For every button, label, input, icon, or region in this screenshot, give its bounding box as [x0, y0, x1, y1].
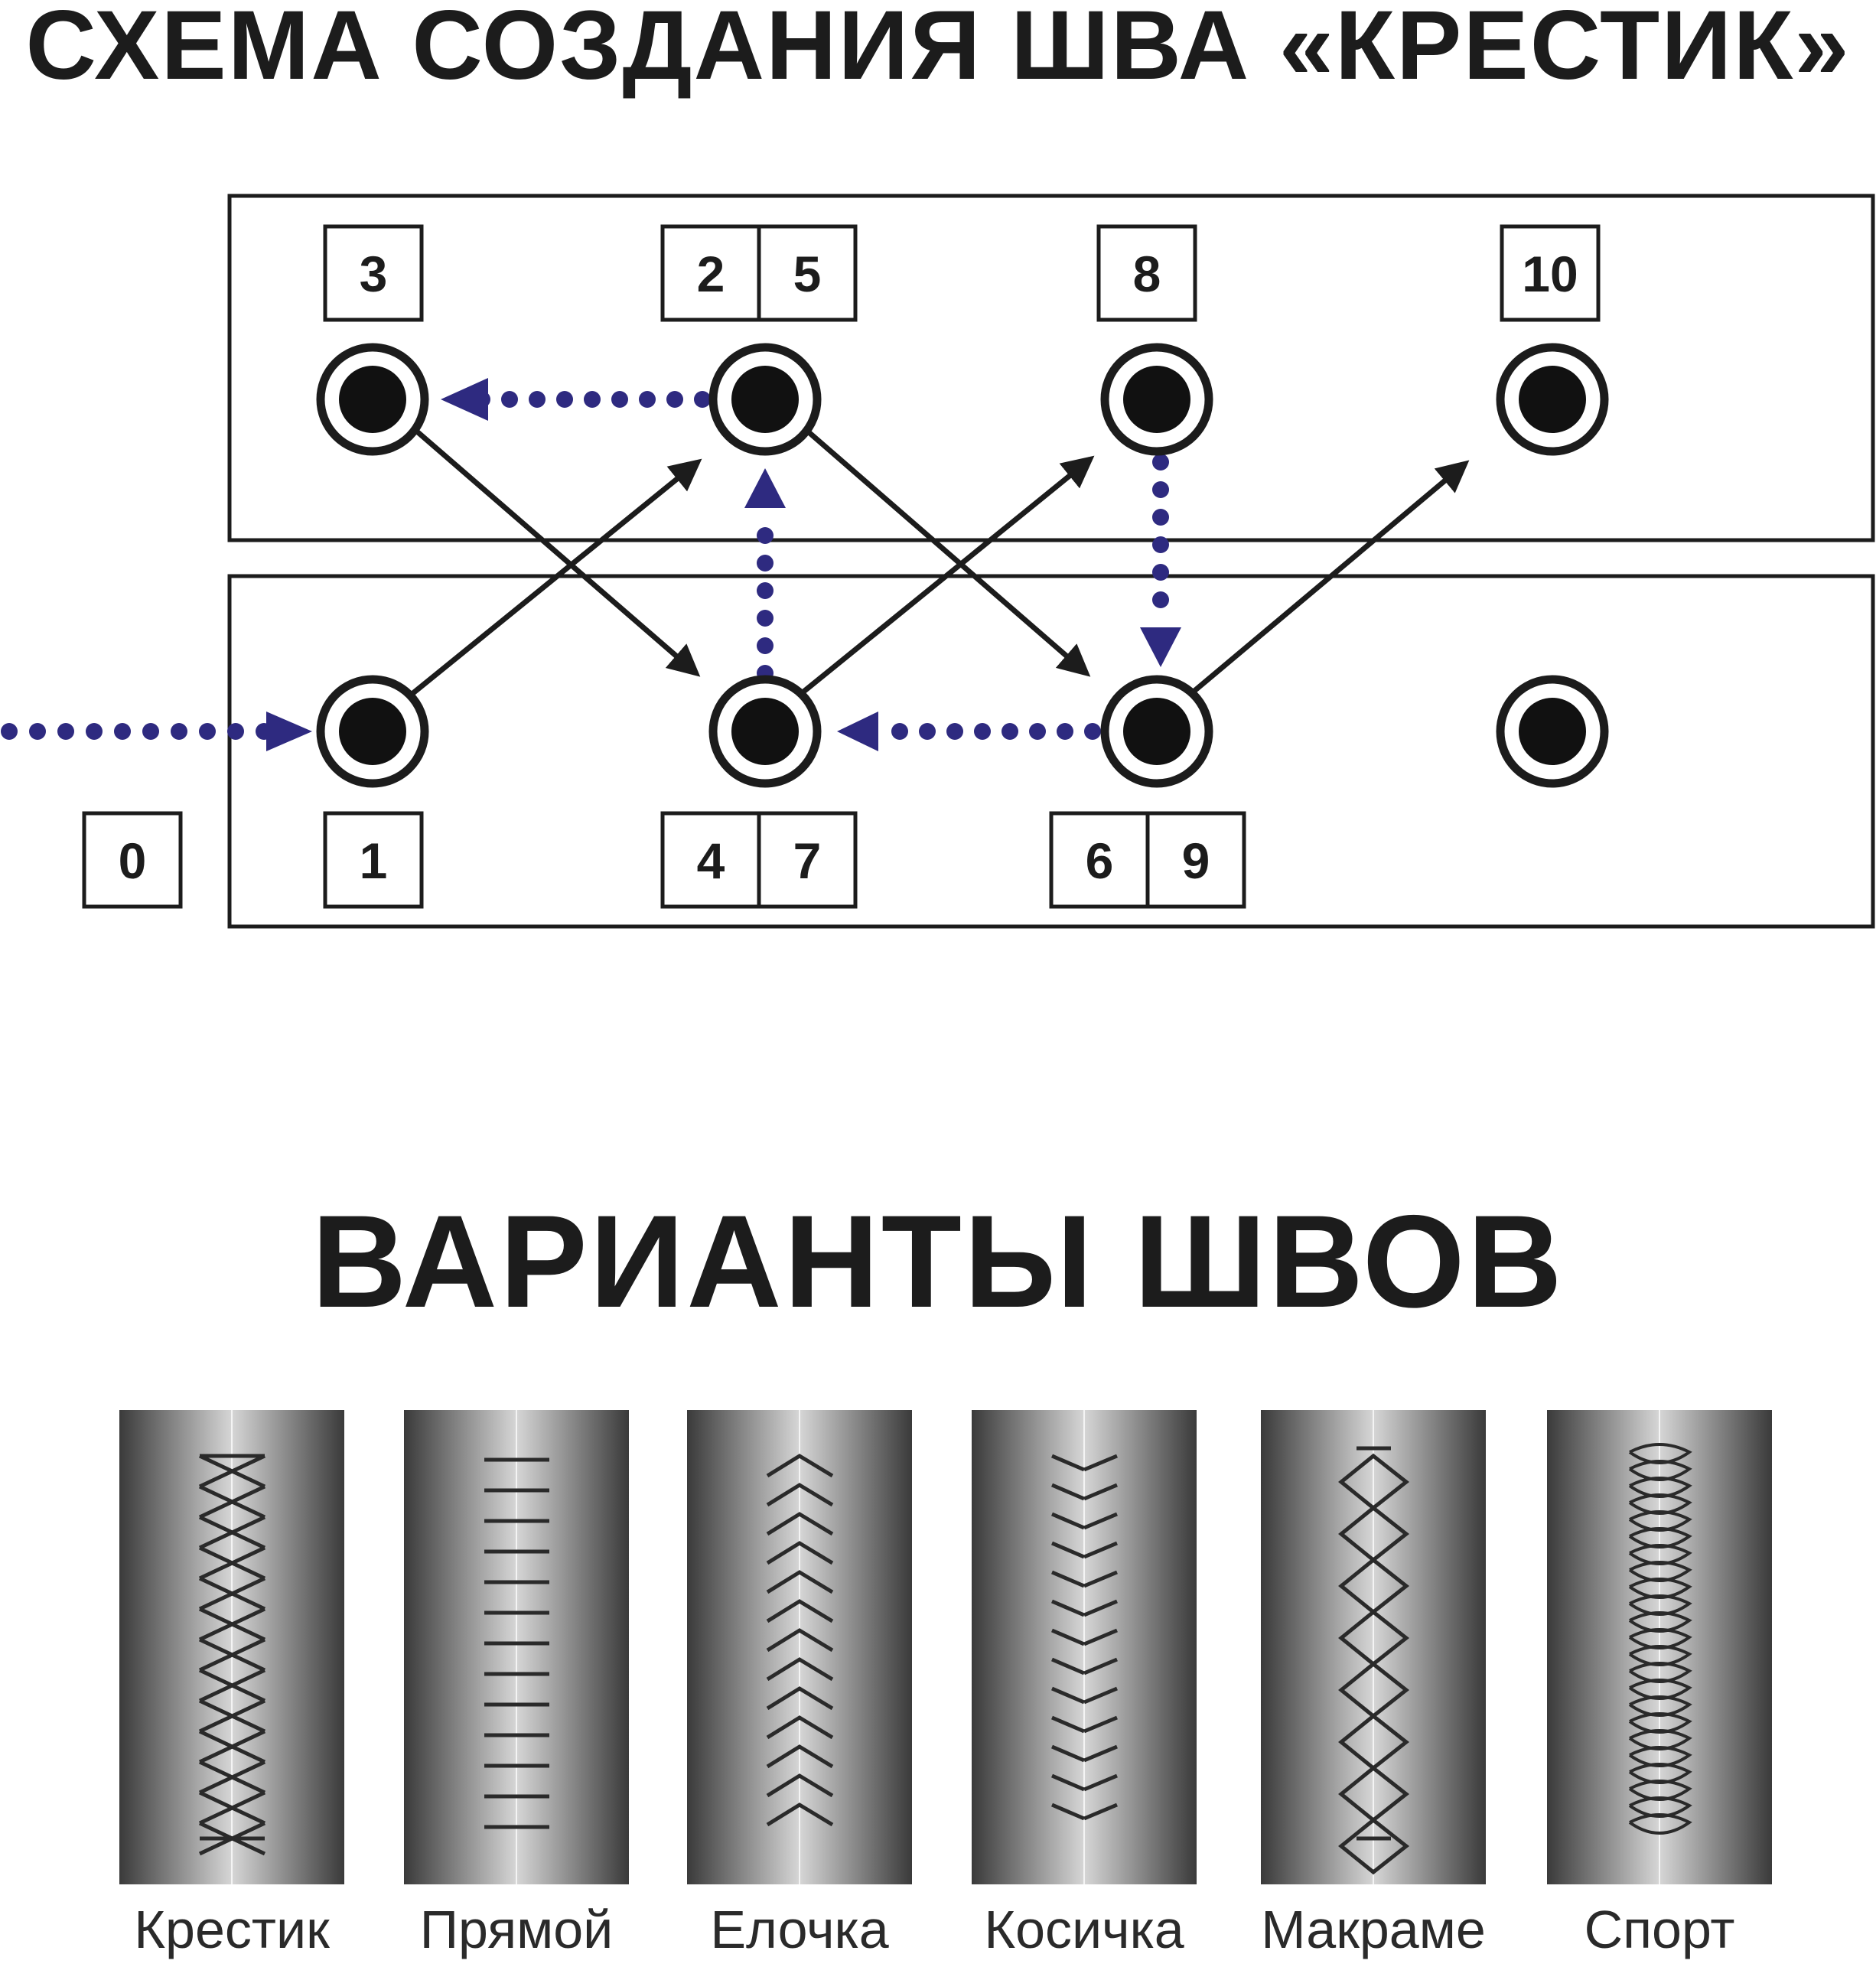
step-label-8: 8: [1133, 246, 1161, 302]
dotted-back-stitches: [1, 378, 1181, 751]
seam-swatch-makrame: [1261, 1410, 1486, 1884]
stitch-line-5-6: [794, 419, 1091, 677]
stitch-line-3-4: [403, 419, 701, 677]
arrowhead-dotted: [441, 378, 488, 421]
seam-pattern-pryamoy: [484, 1457, 549, 1829]
arrowhead-dotted: [744, 468, 786, 508]
seam-caption: Крестик: [134, 1900, 330, 1959]
step-label-5: 5: [793, 246, 822, 302]
step-label-7: 7: [793, 832, 822, 889]
hole-bottom-3: [1100, 675, 1213, 788]
page-title: СХЕМА СОЗДАНИЯ ШВА «КРЕСТИК»: [25, 0, 1851, 100]
arrowhead-dotted: [837, 712, 878, 751]
upper-fabric-panel: [227, 194, 1875, 542]
dotted-6-7: [837, 712, 1101, 751]
step-label-3: 3: [360, 246, 388, 302]
hole-bottom-2: [708, 675, 822, 788]
dotted-2-3: [441, 378, 711, 421]
step-label-2: 2: [697, 246, 725, 302]
seam-swatch-sport: [1547, 1410, 1772, 1884]
step-label-0: 0: [119, 832, 147, 889]
step-label-9: 9: [1182, 832, 1210, 889]
dotted-8-9: [1140, 454, 1181, 667]
dotted-entry-0-1: [1, 712, 312, 751]
step-labels: 3 2 5 8 10 0 1 4 7 6 9: [119, 246, 1578, 889]
hole-top-3: [1100, 343, 1213, 456]
hole-bottom-4: [1496, 675, 1609, 788]
seam-caption: Косичка: [984, 1900, 1184, 1959]
hole-top-2: [708, 343, 822, 456]
seam-caption: Макраме: [1261, 1900, 1486, 1959]
step-label-10: 10: [1522, 246, 1578, 302]
seam-pattern-kosichka: [1051, 1454, 1118, 1821]
step-label-4: 4: [697, 832, 725, 889]
stitch-line-9-10: [1182, 460, 1470, 702]
hole-top-1: [316, 343, 429, 456]
seam-swatch-elochka: [687, 1410, 912, 1884]
step-label-boxes: [82, 224, 1601, 909]
stitch-line-7-8: [792, 455, 1095, 702]
seam-pattern-krestik: [198, 1454, 266, 1856]
seam-pattern-elochka: [766, 1454, 834, 1827]
seam-pattern-sport: [1628, 1443, 1692, 1835]
section-title: ВАРИАНТЫ ШВОВ: [311, 1188, 1565, 1335]
lower-fabric-panel: [227, 574, 1875, 929]
seam-swatch-krestik: [119, 1410, 344, 1884]
seam-caption: Прямой: [419, 1900, 614, 1959]
stitch-line-1-2: [399, 458, 702, 705]
seam-caption: Елочка: [710, 1900, 889, 1959]
hole-bottom-1: [316, 675, 429, 788]
seam-swatch-kosichka: [972, 1410, 1197, 1884]
step-label-1: 1: [360, 832, 388, 889]
stitch-holes: [316, 343, 1609, 788]
seam-caption: Спорт: [1584, 1900, 1735, 1959]
seam-pattern-makrame: [1338, 1446, 1410, 1875]
hole-top-4: [1496, 343, 1609, 456]
step-label-6: 6: [1086, 832, 1114, 889]
stitch-scheme-diagram: 3 2 5 8 10 0 1 4 7 6 9: [1, 194, 1875, 929]
seam-swatch-pryamoy: [404, 1410, 629, 1884]
arrowhead-dotted: [1140, 627, 1181, 667]
solid-stitches: [399, 419, 1470, 705]
arrowhead-dotted: [266, 712, 312, 751]
